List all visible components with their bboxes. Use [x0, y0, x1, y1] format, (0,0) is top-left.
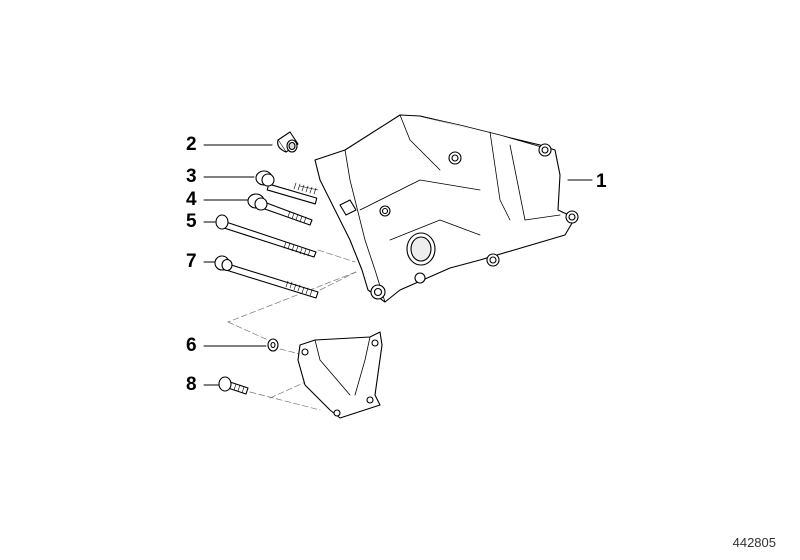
callout-8: 8 [186, 374, 197, 395]
part-3-bolt [255, 170, 319, 205]
part-6-washer [267, 338, 279, 352]
assembly-lines [227, 249, 357, 411]
bolt-threads [283, 182, 317, 297]
callout-3: 3 [186, 166, 197, 187]
part-7-bolt [214, 255, 319, 299]
support-bracket [297, 331, 383, 419]
part-2-sleeve [277, 131, 299, 153]
callout-4: 4 [186, 189, 197, 210]
callout-5: 5 [186, 211, 197, 232]
part-4-bolt [247, 193, 313, 226]
callout-1: 1 [596, 171, 607, 192]
callout-2: 2 [186, 134, 197, 155]
part-8-bolt [218, 376, 249, 395]
leader-lines [203, 144, 593, 386]
callout-6: 6 [186, 335, 197, 356]
document-number: 442805 [732, 535, 776, 550]
callout-7: 7 [186, 251, 197, 272]
part-1-bracket [314, 114, 579, 303]
